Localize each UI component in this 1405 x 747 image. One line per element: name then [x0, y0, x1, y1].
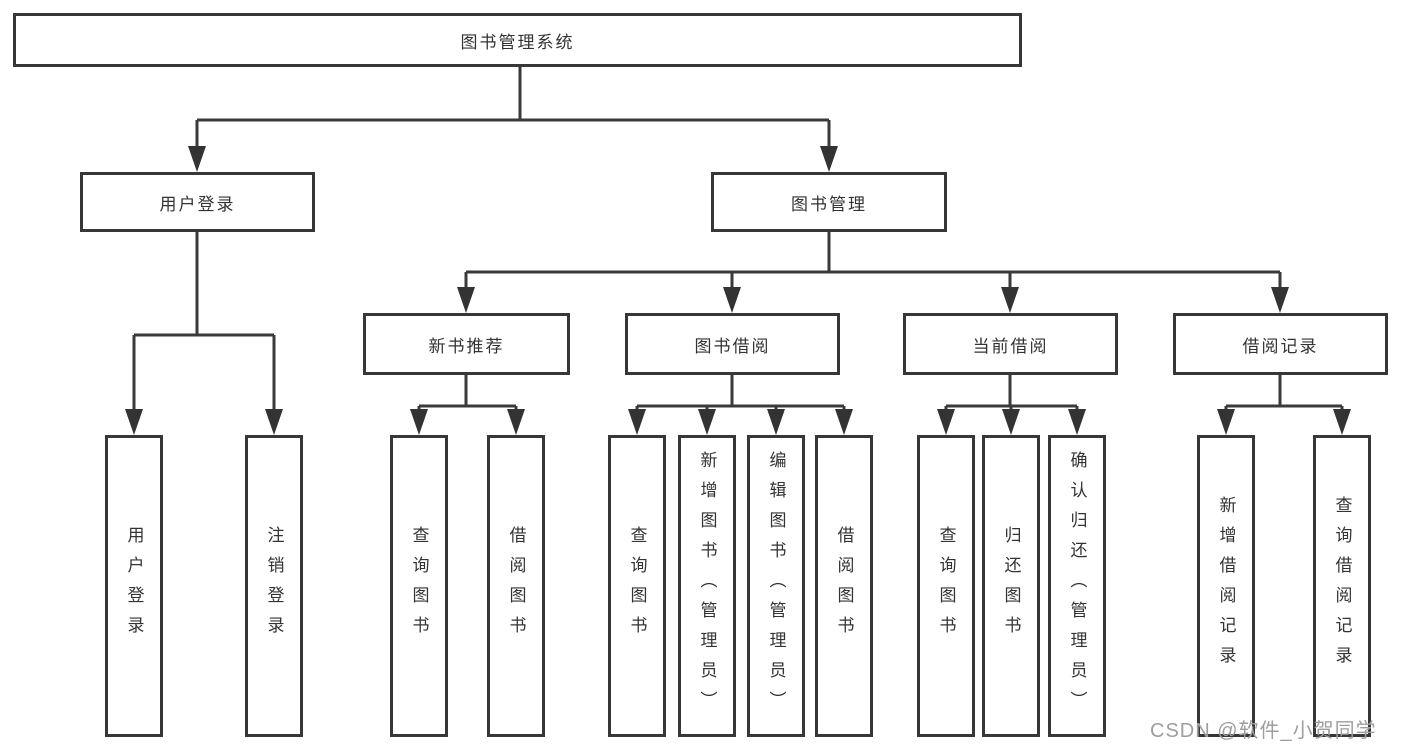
leaf-label: 归还图书 — [1001, 526, 1021, 646]
leaf-query-books-borrowing: 查询图书 — [608, 435, 666, 737]
node-book-management: 图书管理 — [711, 172, 947, 232]
connector-book-borrow-to-leaves — [635, 375, 846, 413]
leaf-label: 新增借阅记录 — [1216, 496, 1236, 676]
connector-root-to-level2 — [195, 67, 831, 150]
leaf-label: 注销登录 — [264, 526, 284, 646]
leaf-label: 查询借阅记录 — [1332, 496, 1352, 676]
leaf-return-books: 归还图书 — [982, 435, 1040, 737]
leaf-query-books-current: 查询图书 — [917, 435, 975, 737]
node-label: 图书管理系统 — [460, 32, 575, 52]
node-current-borrowing: 当前借阅 — [903, 313, 1118, 375]
node-user-login: 用户登录 — [80, 172, 315, 232]
node-label: 图书借阅 — [694, 336, 771, 356]
csdn-watermark: CSDN @软件_小贺同学 — [1150, 720, 1377, 742]
node-label: 借阅记录 — [1242, 336, 1319, 356]
node-new-book-recommendation: 新书推荐 — [363, 313, 570, 375]
arrowheads — [125, 146, 1351, 435]
leaf-edit-books-admin: 编辑图书（管理员） — [747, 435, 805, 737]
node-library-management-system: 图书管理系统 — [13, 13, 1022, 67]
node-label: 新书推荐 — [428, 336, 505, 356]
leaf-label: 新增图书（管理员） — [697, 451, 717, 721]
node-label: 当前借阅 — [972, 336, 1049, 356]
node-book-borrowing: 图书借阅 — [625, 313, 840, 375]
leaf-logout: 注销登录 — [245, 435, 303, 737]
leaf-borrow-books-borrowing: 借阅图书 — [815, 435, 873, 737]
leaf-label: 查询图书 — [627, 526, 647, 646]
leaf-query-books-recommendation: 查询图书 — [390, 435, 448, 737]
connector-borrow-records-to-leaves — [1224, 375, 1344, 413]
node-label: 用户登录 — [159, 194, 236, 214]
connector-book-mgmt-to-level3 — [464, 232, 1282, 291]
leaf-borrow-books-recommendation: 借阅图书 — [487, 435, 545, 737]
leaf-confirm-return-admin: 确认归还（管理员） — [1048, 435, 1106, 737]
connector-new-book-rec-to-leaves — [417, 375, 518, 413]
leaf-label: 用户登录 — [124, 526, 144, 646]
leaf-query-borrow-record: 查询借阅记录 — [1313, 435, 1371, 737]
connector-user-login-to-leaves — [132, 232, 276, 413]
leaf-label: 借阅图书 — [506, 526, 526, 646]
leaf-label: 查询图书 — [409, 526, 429, 646]
leaf-add-borrow-record: 新增借阅记录 — [1197, 435, 1255, 737]
connector-current-borrow-to-leaves — [944, 375, 1079, 413]
leaf-label: 借阅图书 — [834, 526, 854, 646]
node-label: 图书管理 — [791, 194, 867, 214]
node-borrowing-records: 借阅记录 — [1173, 313, 1388, 375]
leaf-user-login: 用户登录 — [105, 435, 163, 737]
leaf-label: 编辑图书（管理员） — [766, 451, 786, 721]
leaf-add-books-admin: 新增图书（管理员） — [678, 435, 736, 737]
leaf-label: 确认归还（管理员） — [1067, 451, 1087, 721]
leaf-label: 查询图书 — [936, 526, 956, 646]
